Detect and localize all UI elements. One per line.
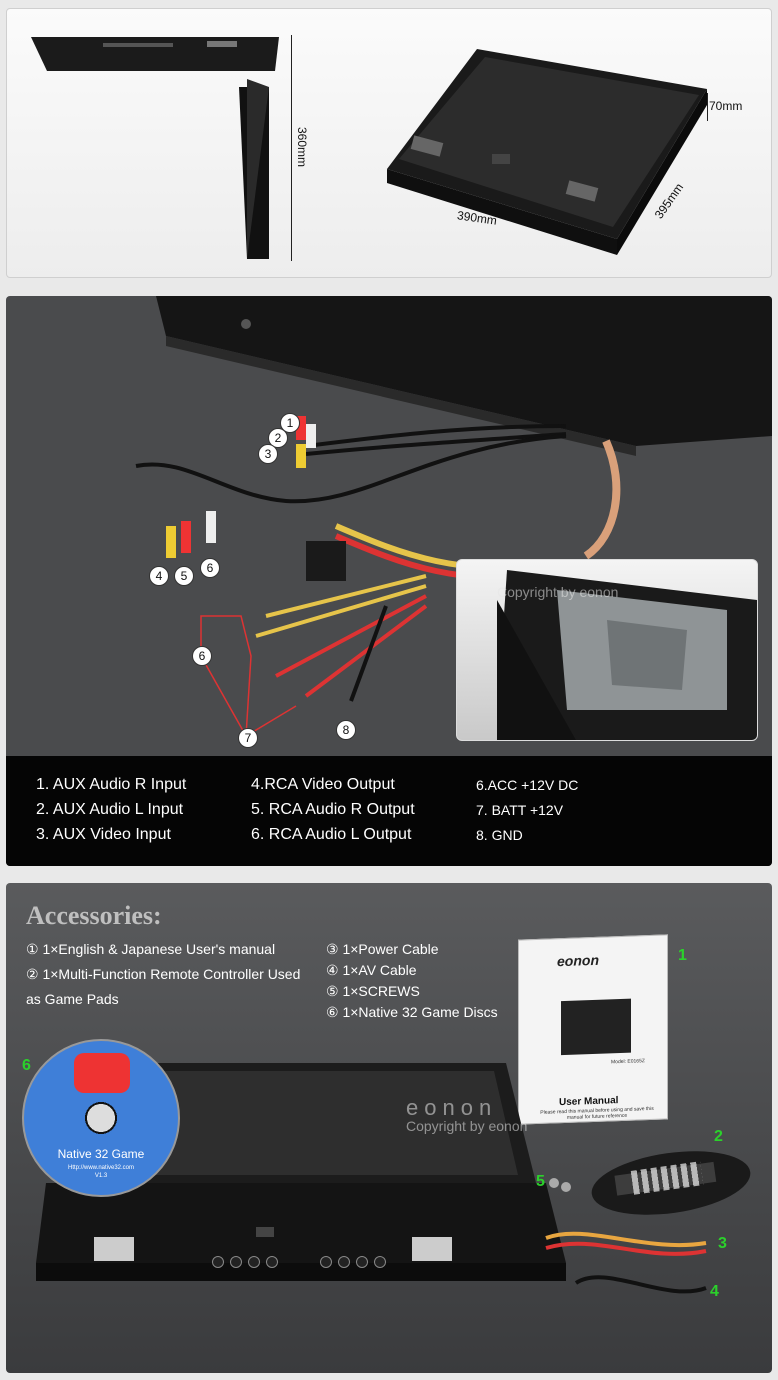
accessory-label-5: 5 bbox=[536, 1173, 545, 1190]
accessory-label-2: 2 bbox=[714, 1128, 723, 1145]
depth-dimension-line bbox=[707, 93, 708, 121]
wiring-legend: 1. AUX Audio R Input 2. AUX Audio L Inpu… bbox=[6, 756, 772, 866]
accessory-label-6: 6 bbox=[22, 1057, 31, 1074]
disc-logo bbox=[74, 1053, 130, 1093]
legend-item-2: 2. AUX Audio L Input bbox=[36, 801, 184, 818]
accessories-watermark: Copyright by eonon bbox=[406, 1118, 528, 1134]
game-disc: Native 32 Game Http://www.native32.com V… bbox=[22, 1039, 180, 1197]
legend-item-4: 4.RCA Video Output bbox=[251, 776, 395, 793]
callout-6-rca: 6 bbox=[200, 558, 220, 578]
accessory-item-1: ① 1×English & Japanese User's manual bbox=[26, 941, 276, 957]
monitor-button-1 bbox=[212, 1256, 224, 1268]
manual-title: User Manual bbox=[559, 1095, 619, 1109]
accessory-label-3: 3 bbox=[718, 1235, 727, 1252]
legend-item-batt: 7. BATT +12V bbox=[476, 802, 564, 818]
legend-item-gnd: 8. GND bbox=[476, 827, 523, 843]
monitor-button-8 bbox=[374, 1256, 386, 1268]
callout-3: 3 bbox=[258, 444, 278, 464]
product-dimension-illustration bbox=[31, 37, 707, 259]
legend-item-5: 5. RCA Audio R Output bbox=[251, 801, 415, 818]
monitor-button-4 bbox=[266, 1256, 278, 1268]
callout-8: 8 bbox=[336, 720, 356, 740]
monitor-button-7 bbox=[356, 1256, 368, 1268]
watermark-logo: eonon bbox=[406, 1095, 498, 1120]
monitor-button-5 bbox=[320, 1256, 332, 1268]
height-dimension-label: 360mm bbox=[295, 127, 309, 168]
callout-5: 5 bbox=[174, 566, 194, 586]
disc-title: Native 32 Game bbox=[57, 1147, 145, 1161]
accessory-item-3: ③ 1×Power Cable bbox=[326, 941, 439, 957]
monitor-button-2 bbox=[230, 1256, 242, 1268]
accessory-item-6: ⑥ 1×Native 32 Game Discs bbox=[326, 1004, 498, 1020]
legend-item-6: 6. RCA Audio L Output bbox=[251, 826, 412, 843]
accessories-panel: Accessories: ① 1×English & Japanese User… bbox=[6, 883, 772, 1373]
mounting-bracket-illustration bbox=[497, 570, 757, 740]
callout-6-power: 6 bbox=[192, 646, 212, 666]
legend-item-1: 1. AUX Audio R Input bbox=[36, 776, 187, 793]
callout-4: 4 bbox=[149, 566, 169, 586]
accessory-item-4: ④ 1×AV Cable bbox=[326, 962, 417, 978]
height-dimension-line bbox=[291, 35, 292, 261]
disc-url: Http://www.native32.com bbox=[67, 1165, 135, 1171]
accessory-item-2: ② 1×Multi-Function Remote Controller Use… bbox=[26, 966, 301, 982]
user-manual-booklet: eonon Model: E0165Z User Manual Please r… bbox=[518, 934, 668, 1125]
callout-7: 7 bbox=[238, 728, 258, 748]
callout-2: 2 bbox=[268, 428, 288, 448]
accessory-label-4: 4 bbox=[710, 1283, 719, 1300]
accessory-item-5: ⑤ 1×SCREWS bbox=[326, 983, 420, 999]
accessory-label-1: 1 bbox=[678, 947, 687, 964]
wiring-panel: 1 2 3 4 5 6 6 7 8 Copyright by eonon 1. … bbox=[6, 296, 772, 866]
remote-button-grid bbox=[630, 1161, 704, 1195]
monitor-button-6 bbox=[338, 1256, 350, 1268]
mounting-bracket-inset: Copyright by eonon bbox=[456, 559, 758, 741]
inset-watermark: Copyright by eonon bbox=[497, 584, 619, 600]
dimensions-panel: 360mm 70mm 390mm 395mm bbox=[6, 8, 772, 278]
manual-note: Please read this manual before using and… bbox=[540, 1105, 654, 1121]
accessory-item-2-cont: as Game Pads bbox=[26, 991, 119, 1007]
monitor-button-3 bbox=[248, 1256, 260, 1268]
manual-model: Model: E0165Z bbox=[611, 1058, 645, 1066]
accessories-title: Accessories: bbox=[26, 901, 162, 930]
legend-item-acc: 6.ACC +12V DC bbox=[476, 777, 579, 793]
manual-brand-logo: eonon bbox=[557, 951, 599, 970]
callout-1: 1 bbox=[280, 413, 300, 433]
disc-version: V1.3 bbox=[94, 1173, 108, 1179]
legend-item-3: 3. AUX Video Input bbox=[36, 826, 171, 843]
manual-image bbox=[561, 998, 631, 1056]
depth-dimension-label: 70mm bbox=[709, 99, 743, 113]
